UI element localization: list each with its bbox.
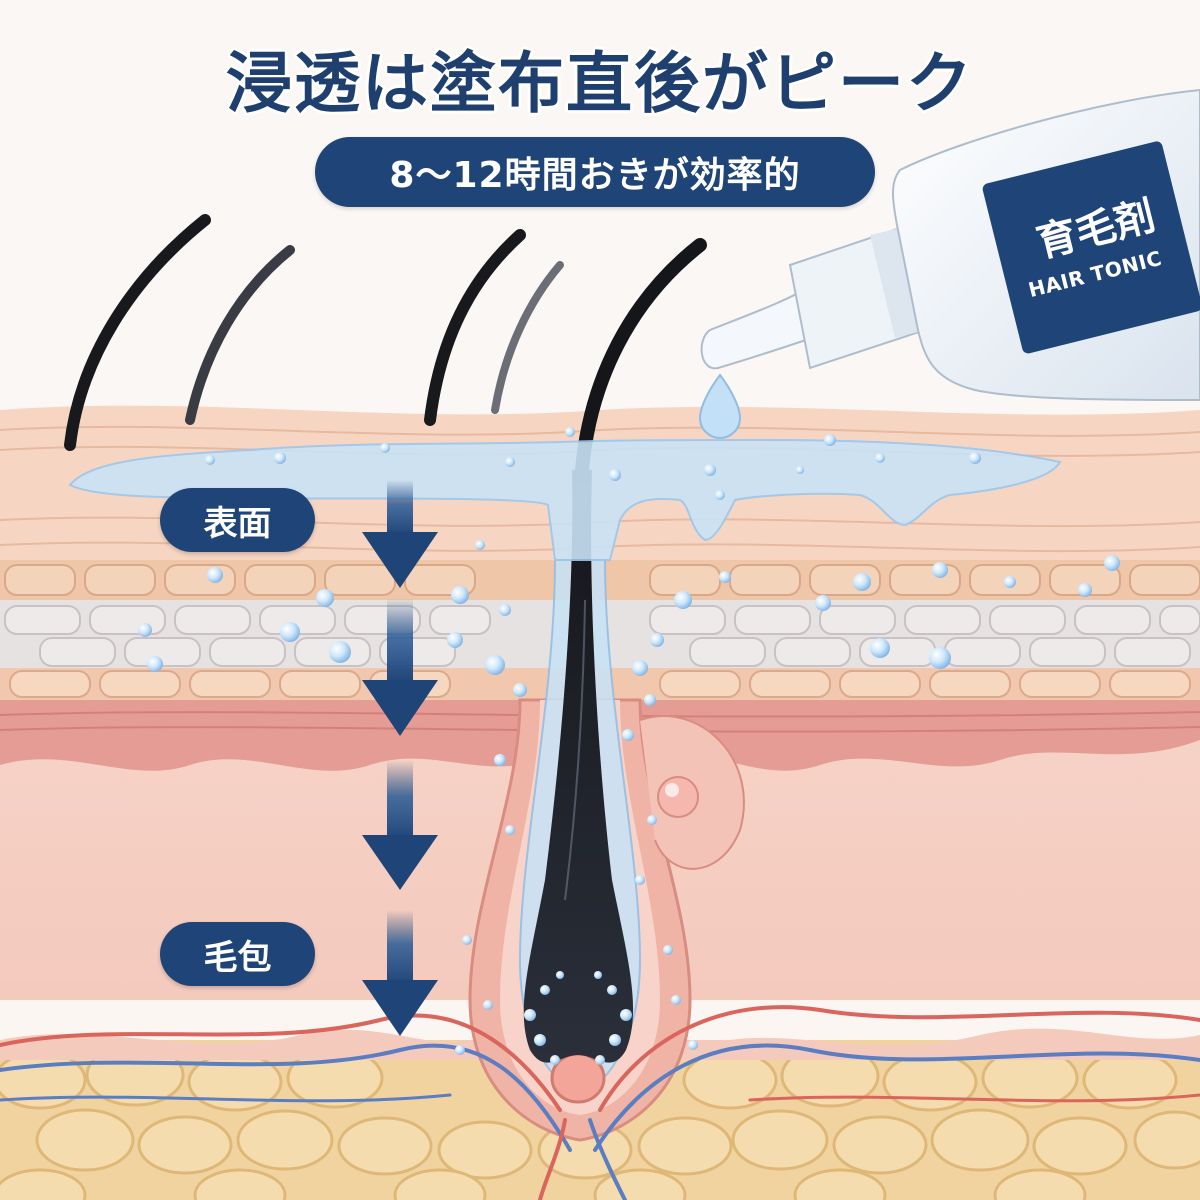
down-arrow-icon — [362, 598, 438, 736]
sebaceous-gland — [639, 715, 745, 870]
subtitle-pill: 8～12時間おきが効率的 — [315, 137, 875, 207]
hair-strands — [64, 214, 564, 451]
tonic-bubbles — [138, 427, 1120, 1065]
page-title: 浸透は塗布直後がピーク — [226, 45, 974, 122]
droplet-icon — [698, 373, 742, 440]
cell-row-2 — [4, 605, 1200, 667]
down-arrow-icon — [362, 480, 438, 588]
bottle-icon — [700, 88, 1200, 401]
layer-label-surface: 表面 — [160, 488, 315, 552]
layer-label-follicle: 毛包 — [160, 922, 315, 986]
blood-vessels — [0, 1005, 1200, 1200]
down-arrow-icon — [362, 760, 438, 890]
down-arrow-icon — [362, 910, 438, 1036]
